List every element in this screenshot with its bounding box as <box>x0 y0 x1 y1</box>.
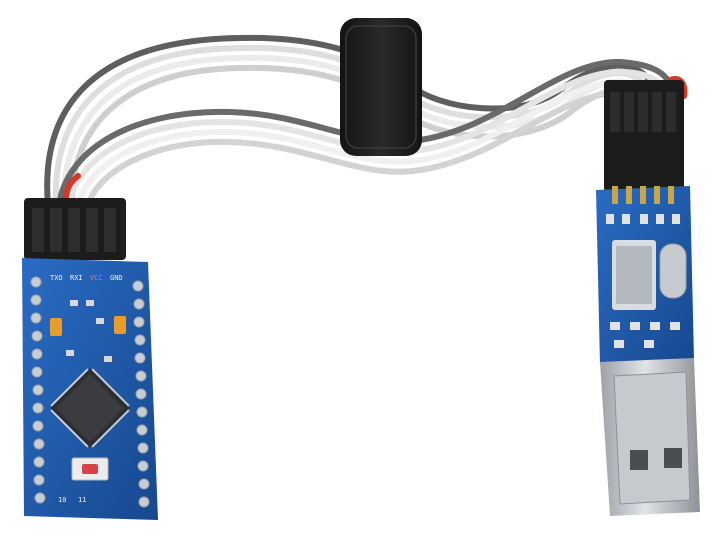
usb-plug-hole-left <box>630 450 648 470</box>
adapter-smd-parts <box>606 214 680 348</box>
smd-cap-left <box>50 318 62 336</box>
usb-plug-hole-right <box>664 448 682 468</box>
atmega-chip-pins <box>50 368 130 448</box>
usb-serial-adapter <box>596 80 700 516</box>
adapter-crystal <box>659 243 687 299</box>
arduino-pro-mini: TXO RXI VCC GND 10 11 <box>22 198 158 520</box>
label-11: 11 <box>78 496 86 504</box>
smd-cap-right <box>114 316 126 334</box>
adapter-pins <box>612 186 674 204</box>
label-txo: TXO <box>50 274 63 282</box>
adapter-header-slots <box>610 92 676 132</box>
label-10: 10 <box>58 496 66 504</box>
label-rxi: RXI <box>70 274 83 282</box>
arduino-small-parts <box>66 300 112 362</box>
arduino-pin-holes <box>30 276 150 508</box>
label-vcc: VCC <box>90 274 103 282</box>
arduino-header <box>24 198 126 260</box>
velcro-strap <box>340 18 422 156</box>
label-gnd: GND <box>110 274 123 282</box>
